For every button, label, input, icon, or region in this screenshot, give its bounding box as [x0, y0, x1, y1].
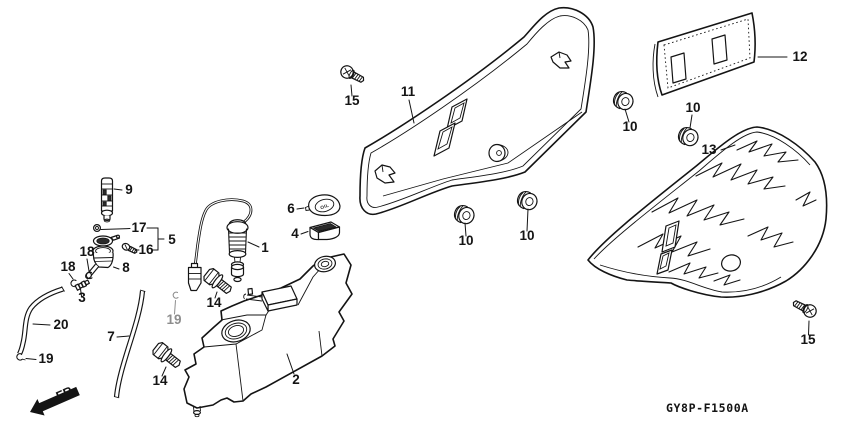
part-label-18: 18	[60, 259, 76, 274]
part-label-11: 11	[401, 84, 416, 99]
part-label-18: 18	[79, 244, 95, 259]
part-label-8: 8	[122, 260, 130, 275]
fr-direction-arrow: FR.	[30, 383, 80, 416]
flame-graphics	[637, 140, 817, 286]
clip-18	[85, 271, 93, 280]
part-label-7: 7	[107, 329, 115, 344]
part-label-20: 20	[53, 317, 68, 332]
leader-lines	[25, 56, 810, 377]
hose-7	[113, 289, 146, 399]
part-label-15: 15	[800, 332, 816, 347]
hose-20	[16, 286, 65, 361]
part-label-2: 2	[292, 372, 300, 387]
part-label-17: 17	[131, 220, 146, 235]
screw-16	[121, 242, 138, 254]
side-cover-13	[587, 126, 828, 298]
oil-tank-2	[183, 253, 353, 418]
part-label-14: 14	[152, 373, 168, 388]
part-label-10: 10	[685, 100, 700, 115]
filler-ring	[221, 319, 251, 343]
part-label-1: 1	[261, 240, 269, 255]
clip-19	[16, 353, 23, 361]
part-label-10: 10	[622, 119, 637, 134]
part-label-16: 16	[138, 242, 154, 257]
clip-19	[172, 291, 179, 299]
cover-hole	[720, 254, 742, 272]
mount-hook	[550, 51, 572, 69]
diagram-code: GY8P-F1500A	[666, 401, 749, 415]
part-label-15: 15	[344, 93, 360, 108]
side-cover-11	[359, 6, 595, 216]
oil-cap-6: OIL	[304, 194, 341, 217]
drain-nipple	[193, 410, 202, 416]
part-label-4: 4	[291, 226, 299, 241]
filler-cap-1	[187, 198, 253, 292]
oil-cap-text: OIL	[320, 203, 330, 211]
pipe-3	[74, 279, 90, 291]
mount-hook	[374, 164, 396, 184]
nut-17	[92, 224, 101, 233]
pad-hole	[711, 34, 728, 65]
rubber-pad-12	[652, 12, 756, 98]
strainer-9	[100, 177, 114, 223]
joint-assembly-5	[70, 224, 138, 291]
part-label-13: 13	[701, 142, 717, 157]
part-label-10: 10	[519, 228, 534, 243]
part-label-10: 10	[458, 233, 473, 248]
part-label-14: 14	[206, 295, 222, 310]
part-label-12: 12	[792, 49, 807, 64]
part-label-6: 6	[287, 201, 295, 216]
pad-hole	[670, 52, 687, 84]
part-label-9: 9	[125, 182, 133, 197]
part-label-19: 19	[166, 312, 181, 327]
vent-slot	[446, 98, 468, 130]
part-label-19: 19	[38, 351, 53, 366]
part-label-3: 3	[78, 290, 86, 305]
connector	[190, 262, 199, 268]
part-number-labels: 1 2 3 4 5 6 7 8 9 10 10 10 10 11 12 13 1…	[38, 49, 816, 388]
vent-slot	[433, 122, 456, 157]
cushion-4	[309, 221, 341, 241]
part-label-5: 5	[168, 232, 176, 247]
